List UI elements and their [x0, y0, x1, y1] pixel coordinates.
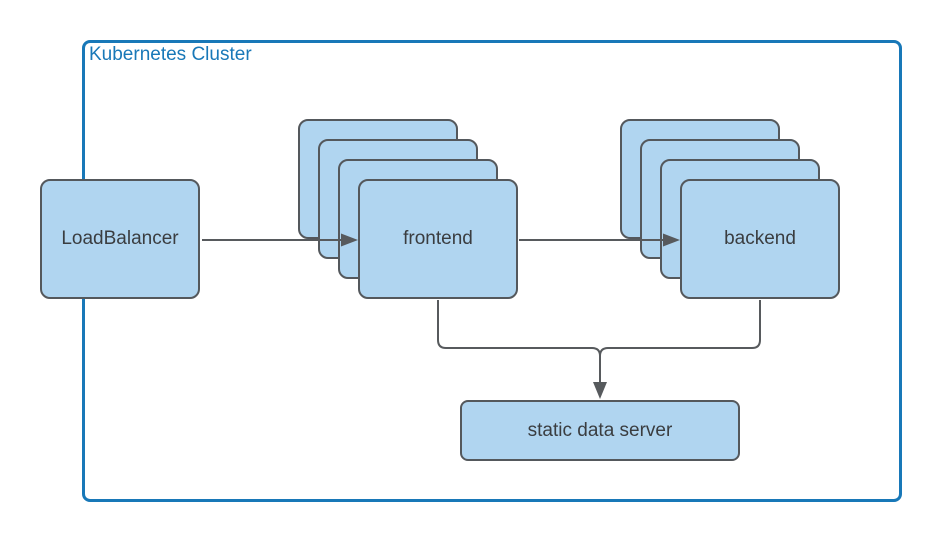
- node-load-balancer: LoadBalancer: [40, 179, 200, 299]
- node-frontend-label: frontend: [403, 228, 473, 249]
- cluster-label: Kubernetes Cluster: [89, 44, 252, 65]
- node-load-balancer-label: LoadBalancer: [61, 228, 179, 249]
- node-backend: backend: [680, 179, 840, 299]
- node-frontend: frontend: [358, 179, 518, 299]
- node-static-data-server: static data server: [460, 400, 740, 461]
- node-backend-label: backend: [724, 228, 796, 249]
- node-static-data-server-label: static data server: [527, 419, 673, 441]
